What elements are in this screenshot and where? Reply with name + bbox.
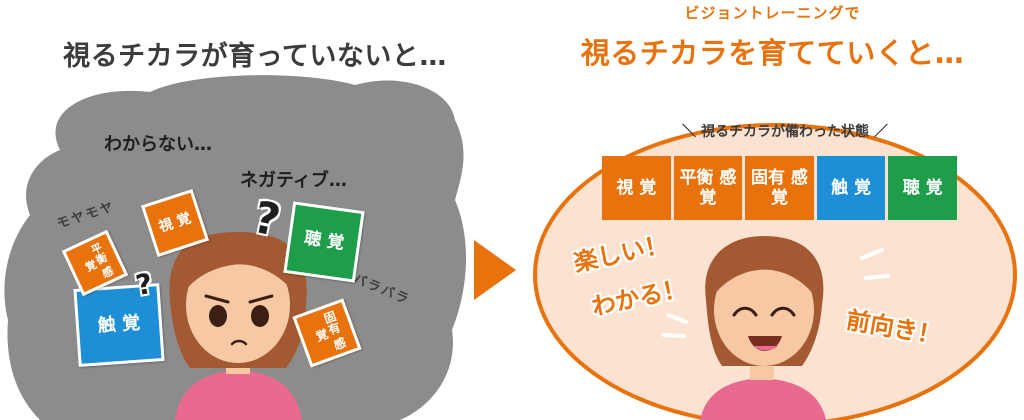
sense-hearing: 聴 覚 [888,156,957,220]
right-title: 視るチカラを育てていくと… [580,36,965,70]
sense-row: 視 覚 平衡 感覚 固有 感覚 触 覚 聴 覚 [602,156,957,220]
sense-proprio: 固有 感覚 [745,156,814,220]
arrow-right-icon [474,240,516,300]
state-label: ＼ 視るチカラが備わった状態 ／ [682,124,888,140]
thought-dont-understand: わからない… [104,134,212,155]
left-title: 視るチカラが育っていないと… [63,41,447,72]
card-hearing: 聴 覚 [283,201,365,283]
thought-negative: ネガティブ… [240,170,347,191]
happy-girl-figure [700,236,826,420]
worried-girl-figure [169,232,307,420]
sense-touch: 触 覚 [816,156,886,220]
sense-visual: 視 覚 [602,156,671,220]
right-subtitle: ビジョントレーニングで [684,4,861,22]
emphasis-lines [662,248,890,338]
sense-balance: 平衡 感覚 [673,156,743,220]
